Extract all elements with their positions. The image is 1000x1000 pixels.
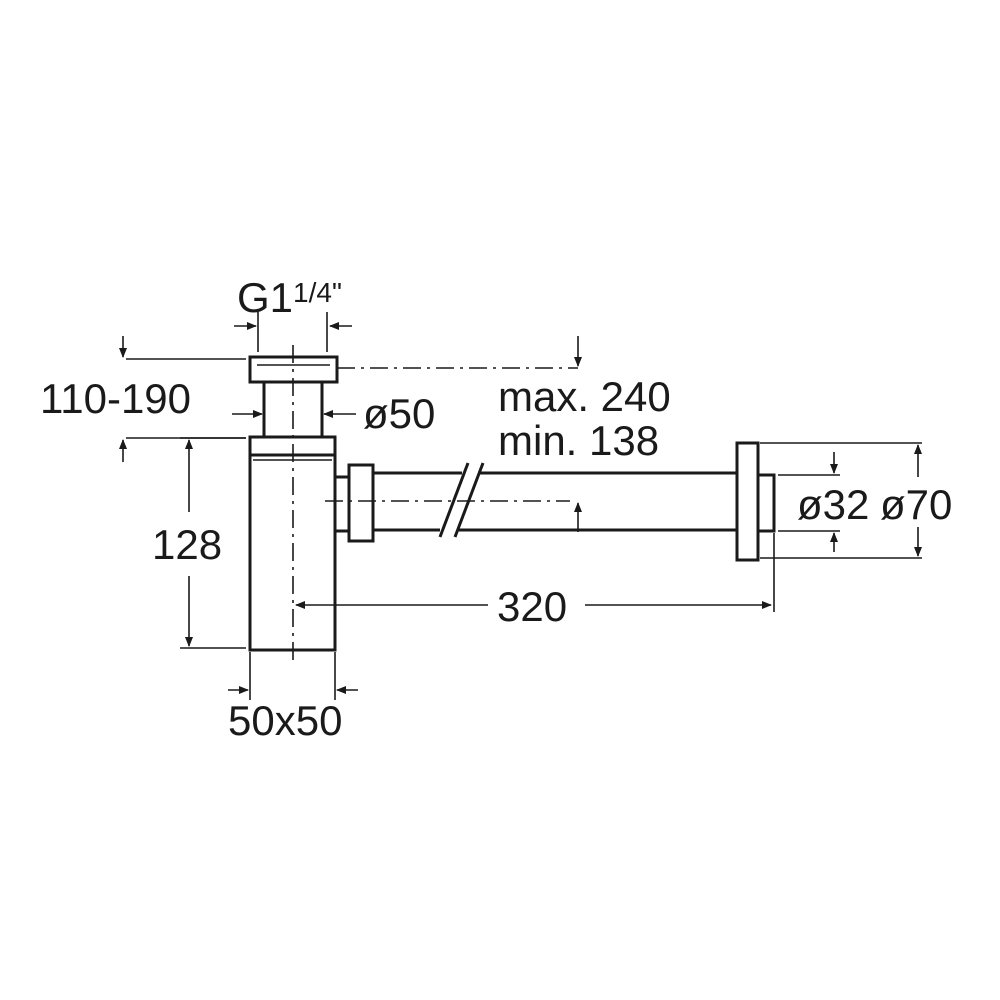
outlet-pipe-assembly <box>333 441 776 562</box>
outlet-stub <box>756 473 776 533</box>
body-section-label: 50x50 <box>228 697 342 744</box>
pipe-left-segment <box>373 471 462 532</box>
side-nut <box>347 463 375 543</box>
inlet-diameter-label: ø50 <box>363 390 435 437</box>
inlet-thread-label: G11/4" <box>237 274 342 321</box>
outlet-diameter-label: ø32 <box>797 481 869 528</box>
flange-diameter-label: ø70 <box>880 481 952 528</box>
center-lines <box>292 345 578 662</box>
body-height-label: 128 <box>152 521 222 568</box>
pipe-break-mark-2 <box>453 462 485 538</box>
dimension-labels: G11/4" 110-190 ø50 max. 240 min. 138 128… <box>40 274 952 744</box>
pipe-right-segment <box>458 471 737 532</box>
extension-max-label: max. 240 <box>498 373 671 420</box>
dimension-lines <box>119 312 922 700</box>
horizontal-length-label: 320 <box>497 583 567 630</box>
height-range-label: 110-190 <box>40 375 191 422</box>
wall-flange <box>735 441 760 562</box>
pipe-break-mark-1 <box>438 462 470 538</box>
extension-min-label: min. 138 <box>498 417 659 464</box>
side-connector <box>333 475 351 533</box>
